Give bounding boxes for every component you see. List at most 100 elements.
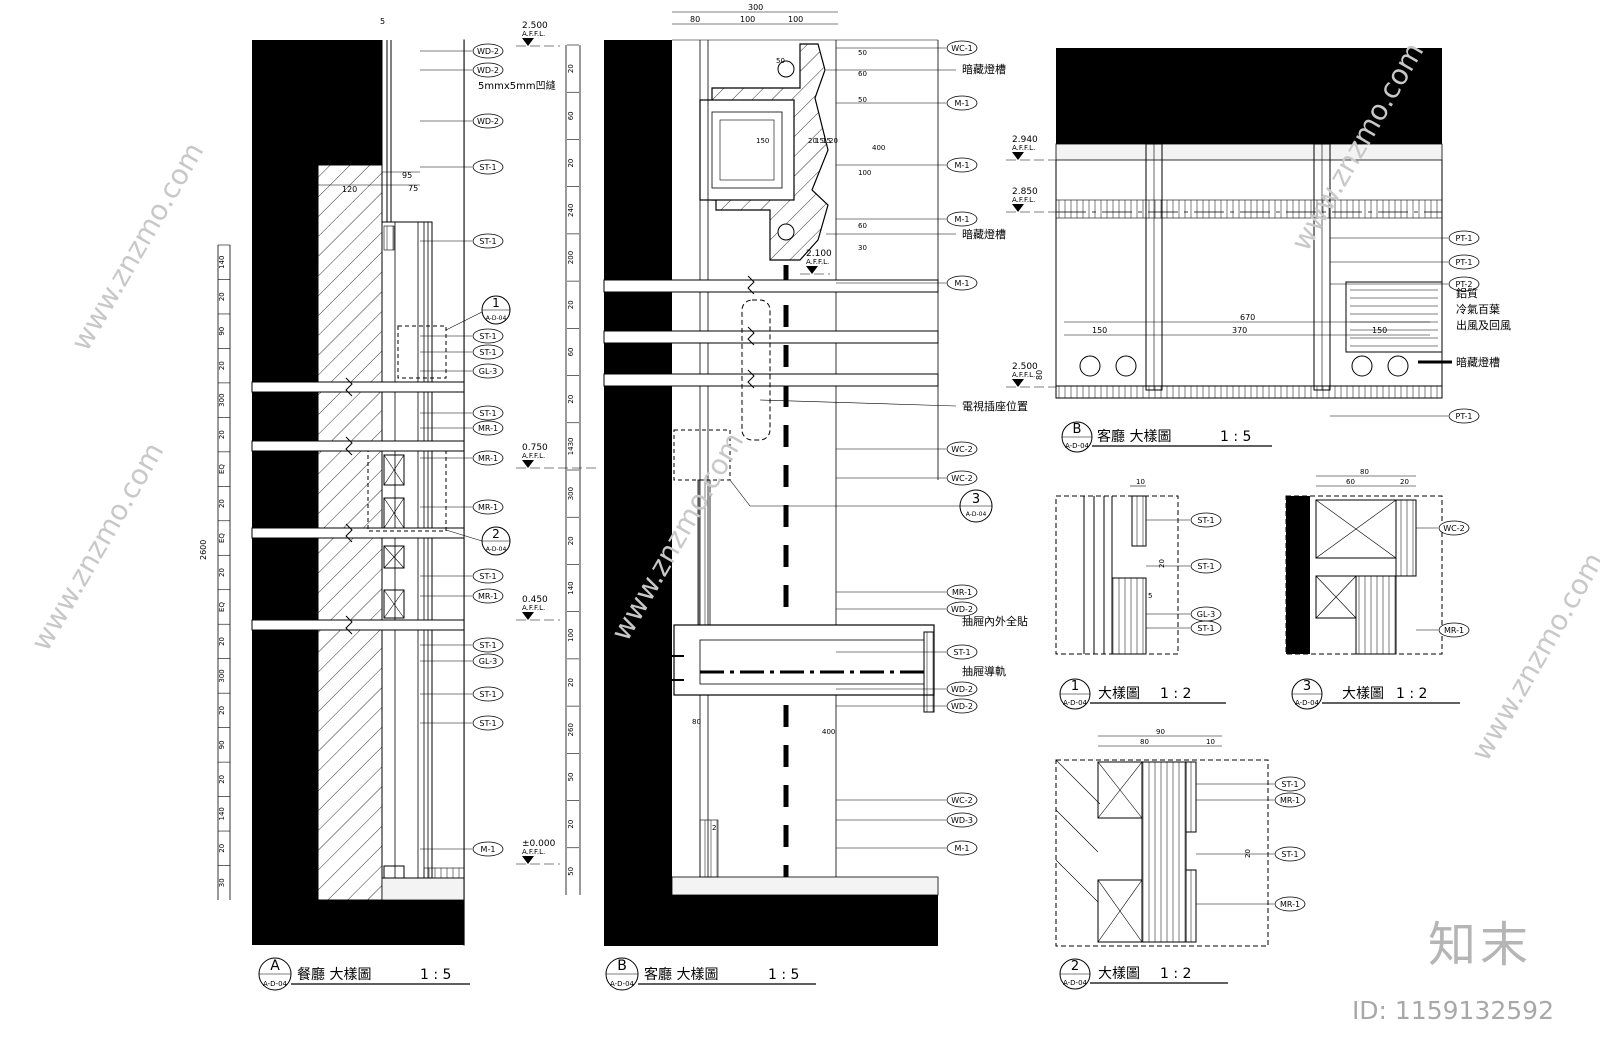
a-tag-12-bubble <box>472 568 504 584</box>
note-drawer-lining: 抽屜內外全貼 <box>962 614 1028 628</box>
dim-b-inner-9: 50 <box>858 49 867 57</box>
a-tag-14[interactable]: ST-1 <box>479 641 496 650</box>
a-tag-3[interactable]: ST-1 <box>479 163 496 172</box>
dim-a-vert-4: 300 <box>218 393 226 406</box>
d2-tag-3[interactable]: MR-1 <box>1280 900 1300 909</box>
b2-tag-0[interactable]: PT-1 <box>1456 234 1473 243</box>
d2-tag-2[interactable]: ST-1 <box>1281 850 1298 859</box>
dim-b-left-12: 100 <box>567 629 575 642</box>
d1-tag-2[interactable]: GL-3 <box>1197 610 1216 619</box>
callout-2[interactable]: 2 A-D-04 <box>445 526 511 556</box>
dim-b2-3: 150 <box>1372 326 1387 335</box>
b-tag-8[interactable]: WD-2 <box>951 605 973 614</box>
b-tag-13-bubble <box>946 812 978 828</box>
b-tag-2[interactable]: M-1 <box>955 161 970 170</box>
a-tag-0-bubble <box>472 43 504 59</box>
b-tag-9[interactable]: ST-1 <box>953 648 970 657</box>
b-tag-5-bubble <box>946 441 978 457</box>
a-tag-18[interactable]: M-1 <box>481 845 496 854</box>
callout-3[interactable]: 3 A-D-04 <box>729 479 993 523</box>
d2-tag-1[interactable]: MR-1 <box>1280 796 1300 805</box>
title-a-scale: 1 : 5 <box>420 967 451 983</box>
b2-tag-2[interactable]: PT-2 <box>1456 280 1473 289</box>
callout-1[interactable]: 1 A-D-04 <box>445 295 511 331</box>
a-tag-6[interactable]: ST-1 <box>479 348 496 357</box>
elev-2500-b2-value: 2.500 <box>1012 362 1038 372</box>
a-tag-13[interactable]: MR-1 <box>478 592 498 601</box>
a-tag-12[interactable]: ST-1 <box>479 572 496 581</box>
a-tag-0[interactable]: WD-2 <box>477 47 499 56</box>
a-tag-1-bubble <box>472 62 504 78</box>
b-tag-8-bubble <box>946 601 978 617</box>
wall-a-side <box>252 165 318 945</box>
a-tag-8[interactable]: ST-1 <box>479 409 496 418</box>
a-tag-2[interactable]: WD-2 <box>477 117 499 126</box>
b-tag-5[interactable]: WC-2 <box>951 445 972 454</box>
title-a-letter: A <box>270 958 280 974</box>
b2-tag-1[interactable]: PT-1 <box>1456 258 1473 267</box>
d2-tag-2-bubble <box>1274 846 1306 862</box>
a-tag-13-bubble <box>472 588 504 604</box>
a-tag-9[interactable]: MR-1 <box>478 424 498 433</box>
a-tag-7[interactable]: GL-3 <box>479 367 498 376</box>
dim-b-left-17: 50 <box>567 867 575 876</box>
title-b2: B A-D-04 客廳 大樣圖 1 : 5 <box>1061 421 1272 453</box>
a-tag-8-bubble <box>472 405 504 421</box>
b-tag-13[interactable]: WD-3 <box>951 816 973 825</box>
a-tag-3-bubble <box>472 159 504 175</box>
b-tag-7[interactable]: MR-1 <box>952 588 972 597</box>
a-tag-16[interactable]: ST-1 <box>479 690 496 699</box>
b-tag-6[interactable]: WC-2 <box>951 474 972 483</box>
b-tag-4[interactable]: M-1 <box>955 279 970 288</box>
d1-tag-3[interactable]: ST-1 <box>1197 624 1214 633</box>
dim-b-inner-1: 150 <box>756 137 769 145</box>
b-tag-0[interactable]: WC-1 <box>951 44 972 53</box>
dim-a-vert-12: 300 <box>218 669 226 682</box>
title-d3-letter: 3 <box>1303 679 1311 694</box>
dim-b-left-9: 300 <box>567 487 575 500</box>
dim-d1-1: 20 <box>1158 559 1166 568</box>
a-tag-5[interactable]: ST-1 <box>479 332 496 341</box>
d2-tag-0[interactable]: ST-1 <box>1281 780 1298 789</box>
dim-b-top-3: 100 <box>788 15 803 24</box>
title-d1-name: 大樣圖 <box>1098 685 1140 702</box>
title-b2-scale: 1 : 5 <box>1220 429 1251 445</box>
a-tag-14-bubble <box>472 637 504 653</box>
dim-a-top-1: 95 <box>402 171 412 180</box>
b-tag-14[interactable]: M-1 <box>955 844 970 853</box>
b-tag-12[interactable]: WC-2 <box>951 796 972 805</box>
dim-b-inner-4: 15 <box>822 137 831 145</box>
dim-b-left-3: 240 <box>567 204 575 217</box>
b2-tag-3[interactable]: PT-1 <box>1456 412 1473 421</box>
b-tag-11[interactable]: WD-2 <box>951 702 973 711</box>
d3-tag-1[interactable]: MR-1 <box>1444 626 1464 635</box>
d1-tag-1[interactable]: ST-1 <box>1197 562 1214 571</box>
dimension-labels-b: 2060202402002060201430300201401002026050… <box>567 44 579 876</box>
d3-tag-0[interactable]: WC-2 <box>1443 524 1464 533</box>
a-tag-10[interactable]: MR-1 <box>478 454 498 463</box>
b-tag-3[interactable]: M-1 <box>955 215 970 224</box>
wall-b-3 <box>604 386 672 946</box>
note-outlet: 出風及回風 <box>1456 318 1511 332</box>
a-tag-17[interactable]: ST-1 <box>479 719 496 728</box>
b-tag-11-bubble <box>946 698 978 714</box>
b-tag-1-bubble <box>946 95 978 111</box>
a-tag-15[interactable]: GL-3 <box>479 657 498 666</box>
a-tag-11[interactable]: MR-1 <box>478 503 498 512</box>
material-tags-a: WD-2WD-2WD-2ST-1ST-1ST-1ST-1GL-3ST-1MR-1… <box>420 43 504 857</box>
title-b2-name: 客廳 大樣圖 <box>1097 428 1171 445</box>
a-tag-4[interactable]: ST-1 <box>479 237 496 246</box>
b-tag-10[interactable]: WD-2 <box>951 685 973 694</box>
floor-a <box>252 900 464 945</box>
b-tag-1[interactable]: M-1 <box>955 99 970 108</box>
d3-tag-0-bubble <box>1438 520 1470 536</box>
dim-d3-0: 80 <box>1360 468 1369 476</box>
dim-b-inner-3: 15 <box>815 137 824 145</box>
dim-b-top-0: 300 <box>748 3 763 12</box>
d1-tag-0[interactable]: ST-1 <box>1197 516 1214 525</box>
a-tag-1[interactable]: WD-2 <box>477 66 499 75</box>
dim-a-vert-14: 90 <box>218 740 226 749</box>
